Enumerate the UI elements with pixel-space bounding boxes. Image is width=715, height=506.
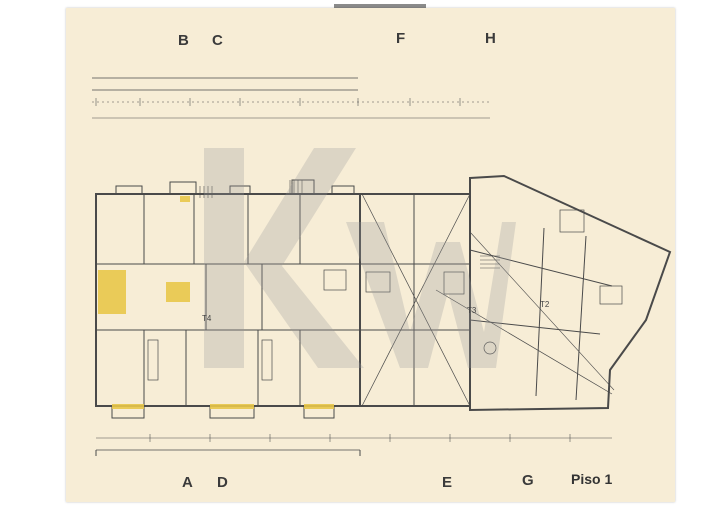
floor-label: Piso 1 xyxy=(571,471,613,487)
grid-label-bottom-1: A xyxy=(182,474,193,491)
kw-watermark-logo xyxy=(204,148,516,368)
grid-label-top-3: F xyxy=(396,30,406,47)
unit-label-t4: T4 xyxy=(202,314,212,323)
unit-label-t3: T3 xyxy=(467,306,477,315)
grid-label-top-2: C xyxy=(212,32,223,49)
grid-label-top-4: H xyxy=(485,30,496,47)
unit-label-t2: T2 xyxy=(540,300,550,309)
grid-label-top-1: B xyxy=(178,32,189,49)
grid-label-bottom-2: D xyxy=(217,474,228,491)
grid-label-bottom-4: G xyxy=(522,472,534,489)
paper-edge-tab xyxy=(334,4,426,9)
grid-label-bottom-3: E xyxy=(442,474,453,491)
